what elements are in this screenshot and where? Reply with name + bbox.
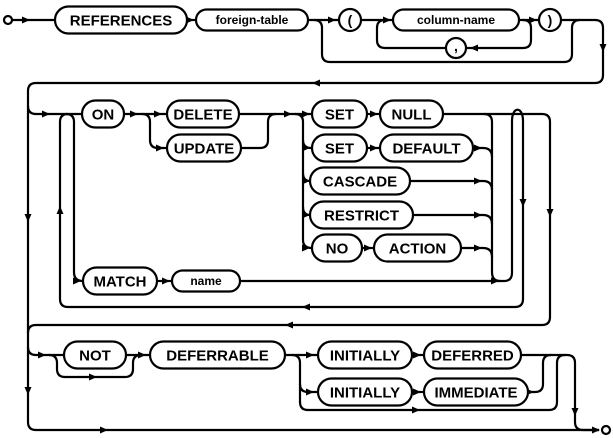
label-close-paren: ) — [548, 12, 553, 28]
keyword-box-cascade — [308, 166, 412, 196]
nonterminal-box-foreign-table — [194, 8, 310, 32]
keyword-box-immediate — [422, 377, 530, 407]
punctuation-nodes — [337, 7, 563, 60]
keyword-box-references — [53, 5, 189, 35]
label-column-name: column-name — [417, 13, 495, 27]
keyword-box-on — [80, 99, 126, 129]
keyword-box-restrict — [308, 200, 415, 230]
punct-comma-node — [444, 36, 468, 60]
keyword-box-default — [378, 133, 475, 163]
keyword-box-set-a — [310, 99, 369, 129]
label-deferrable: DEFERRABLE — [166, 348, 269, 365]
label-not: NOT — [79, 348, 111, 365]
label-set-b: SET — [325, 141, 354, 158]
keyword-box-match — [81, 266, 159, 296]
keyword-box-update — [165, 133, 243, 163]
nonterminal-box-column-name — [391, 8, 521, 32]
label-restrict: RESTRICT — [324, 208, 399, 225]
keyword-box-null — [378, 99, 445, 129]
keyword-box-set-b — [310, 133, 369, 163]
punct-close-paren-node — [537, 7, 563, 33]
keyword-box-initially-a — [316, 340, 414, 370]
label-initially-a: INITIALLY — [330, 348, 400, 365]
label-set-a: SET — [325, 107, 354, 124]
nonterminal-boxes — [170, 8, 521, 293]
label-name: name — [190, 274, 222, 288]
label-update: UPDATE — [174, 141, 235, 158]
label-on: ON — [92, 107, 115, 124]
label-immediate: IMMEDIATE — [434, 385, 517, 402]
label-deferred: DEFERRED — [431, 348, 514, 365]
label-match: MATCH — [93, 274, 146, 291]
label-comma: , — [454, 38, 458, 54]
label-cascade: CASCADE — [323, 174, 397, 191]
label-action: ACTION — [389, 241, 447, 258]
keyword-box-no — [310, 233, 364, 263]
labels: REFERENCES foreign-table ( column-name ,… — [70, 12, 553, 402]
label-initially-b: INITIALLY — [330, 385, 400, 402]
label-delete: DELETE — [173, 107, 232, 124]
keyword-box-action — [372, 233, 463, 263]
label-no: NO — [326, 241, 349, 258]
end-node — [600, 424, 612, 436]
start-node — [2, 14, 14, 26]
label-references: REFERENCES — [70, 13, 173, 30]
keyword-box-delete — [165, 99, 241, 129]
punct-open-paren-node — [337, 7, 363, 33]
keyword-box-initially-b — [316, 377, 414, 407]
keyword-box-not — [62, 340, 128, 370]
label-foreign-table: foreign-table — [216, 13, 289, 27]
label-open-paren: ( — [348, 12, 353, 28]
keyword-box-deferred — [422, 340, 523, 370]
label-default: DEFAULT — [392, 141, 460, 158]
keyword-box-deferrable — [148, 340, 287, 370]
nonterminal-box-name — [170, 269, 242, 293]
label-null: NULL — [392, 107, 432, 124]
keyword-boxes — [53, 5, 530, 407]
